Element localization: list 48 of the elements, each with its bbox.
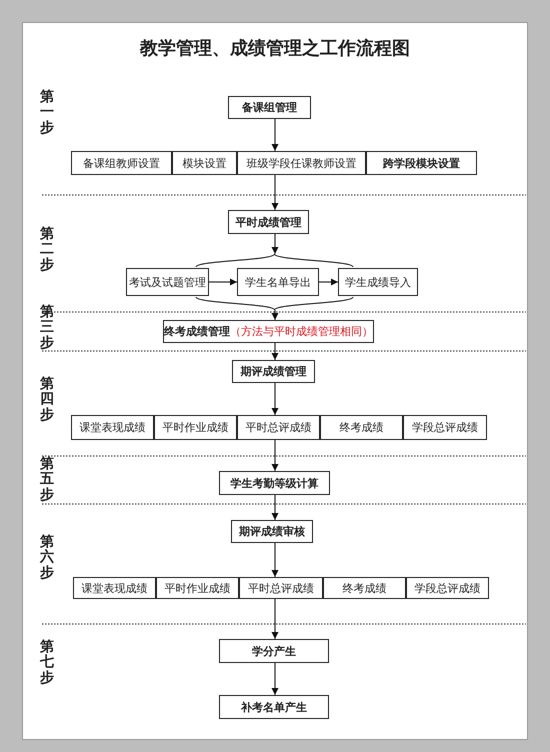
title: 教学管理、成绩管理之工作流程图 <box>138 37 411 60</box>
arrow <box>272 598 278 640</box>
table-cell: 平时作业成绩 <box>156 577 239 599</box>
table-cell: 备课组教师设置 <box>71 151 172 175</box>
table-cell: 班级学段任课教师设置 <box>237 151 366 175</box>
arrow <box>272 542 278 578</box>
table-cell: 学段总评成绩 <box>403 415 487 440</box>
step-label: 第二步 <box>40 227 54 274</box>
arrow <box>272 440 278 472</box>
arrow <box>272 174 278 210</box>
process-box: 学分产生 <box>219 639 329 663</box>
step-label: 第三步 <box>40 305 54 352</box>
step-label: 第四步 <box>40 377 54 424</box>
arrow <box>272 494 278 520</box>
arrow <box>272 342 278 360</box>
step-label: 第一步 <box>40 90 54 136</box>
table-cell: 学生成绩导入 <box>338 268 418 296</box>
table-cell: 考试及试题管理 <box>126 268 209 296</box>
table-cell: 平时总评成绩 <box>239 577 323 599</box>
curly-brace <box>196 254 353 267</box>
process-box: 补考名单产生 <box>219 695 329 719</box>
table-cell: 平时总评成绩 <box>237 415 320 440</box>
arrow <box>272 662 278 696</box>
table-cell: 课堂表现成绩 <box>73 577 156 599</box>
table-cell: 平时作业成绩 <box>154 415 237 440</box>
table-cell: 模块设置 <box>172 151 237 175</box>
arrow <box>272 382 278 416</box>
table-cell: 学生名单导出 <box>237 268 319 296</box>
step-label: 第七步 <box>40 640 54 686</box>
process-box: 备课组管理 <box>228 96 311 119</box>
step-label: 第五步 <box>40 457 54 504</box>
process-box: 平时成绩管理 <box>228 210 309 234</box>
arrow <box>272 118 278 152</box>
table-cell: 终考成绩 <box>320 415 403 440</box>
arrow <box>208 278 238 286</box>
process-box: 学生考勤等级计算 <box>219 471 330 495</box>
process-box: 期评成绩审核 <box>231 520 313 543</box>
step-label: 第六步 <box>40 535 54 582</box>
table-cell: 跨学段模块设置 <box>366 151 477 175</box>
arrow <box>318 278 338 286</box>
process-box: 期评成绩管理 <box>232 360 315 383</box>
table-cell: 终考成绩 <box>323 577 406 599</box>
arrow <box>272 310 278 320</box>
process-box: 终考成绩管理（方法与平时成绩管理相同） <box>163 320 374 343</box>
table-cell: 学段总评成绩 <box>406 577 489 599</box>
table-cell: 课堂表现成绩 <box>71 415 154 440</box>
curly-brace <box>196 297 353 310</box>
arrow <box>272 234 278 254</box>
